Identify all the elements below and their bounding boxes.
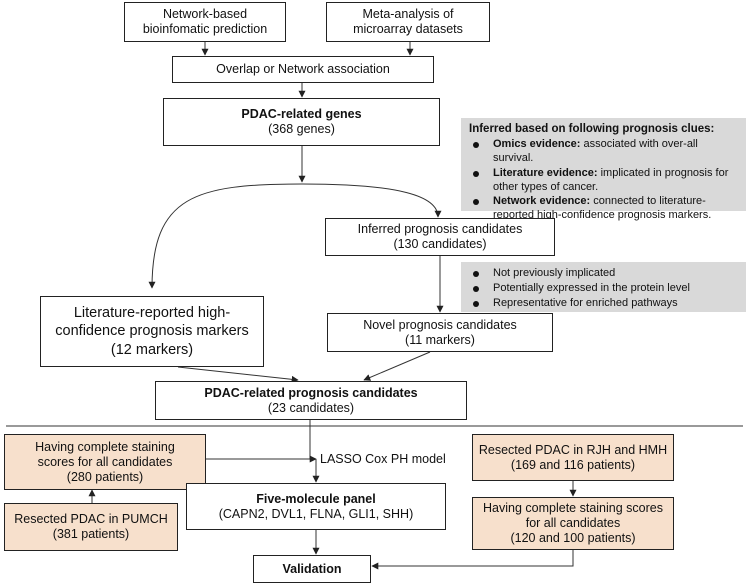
box-novel-candidates: Novel prognosis candidates (11 markers) (327, 313, 553, 352)
lasso-label: LASSO Cox PH model (320, 452, 446, 466)
criteria-item: Not previously implicated (469, 267, 738, 281)
box-staining-rjh: Having complete staining scores for all … (472, 497, 674, 550)
arrow-novel-to-candidates (363, 351, 431, 381)
box-resected-rjh: Resected PDAC in RJH and HMH (169 and 11… (472, 434, 674, 481)
arrow-staining-to-validation (371, 550, 574, 570)
box-staining-pumch: Having complete staining scores for all … (4, 434, 206, 490)
box-overlap: Overlap or Network association (172, 56, 434, 83)
note-prognosis-clues: Inferred based on following prognosis cl… (461, 118, 746, 221)
criteria-item: Representative for enriched pathways (469, 297, 738, 311)
curve-to-inferred (301, 183, 442, 218)
note-selection-criteria: Not previously implicated Potentially ex… (461, 262, 746, 312)
criteria-item: Potentially expressed in the protein lev… (469, 282, 738, 296)
box-inferred-candidates: Inferred prognosis candidates (130 candi… (325, 218, 555, 256)
box-resected-pumch: Resected PDAC in PUMCH (381 patients) (4, 503, 178, 551)
box-five-molecule-panel: Five-molecule panel (CAPN2, DVL1, FLNA, … (186, 483, 446, 530)
box-pdac-genes: PDAC-related genes (368 genes) (163, 98, 440, 146)
curve-to-literature (148, 183, 303, 289)
box-validation: Validation (253, 555, 371, 583)
clue-item: Omics evidence: associated with over-all… (469, 138, 738, 166)
box-meta-analysis: Meta-analysis of microarray datasets (326, 2, 490, 42)
box-network-prediction: Network-based bioinfomatic prediction (124, 2, 286, 42)
arrow-literature-to-candidates (177, 366, 299, 383)
box-prognosis-candidates: PDAC-related prognosis candidates (23 ca… (155, 381, 467, 420)
box-literature-markers: Literature-reported high- confidence pro… (40, 296, 264, 367)
clue-item: Literature evidence: implicated in progn… (469, 167, 738, 195)
